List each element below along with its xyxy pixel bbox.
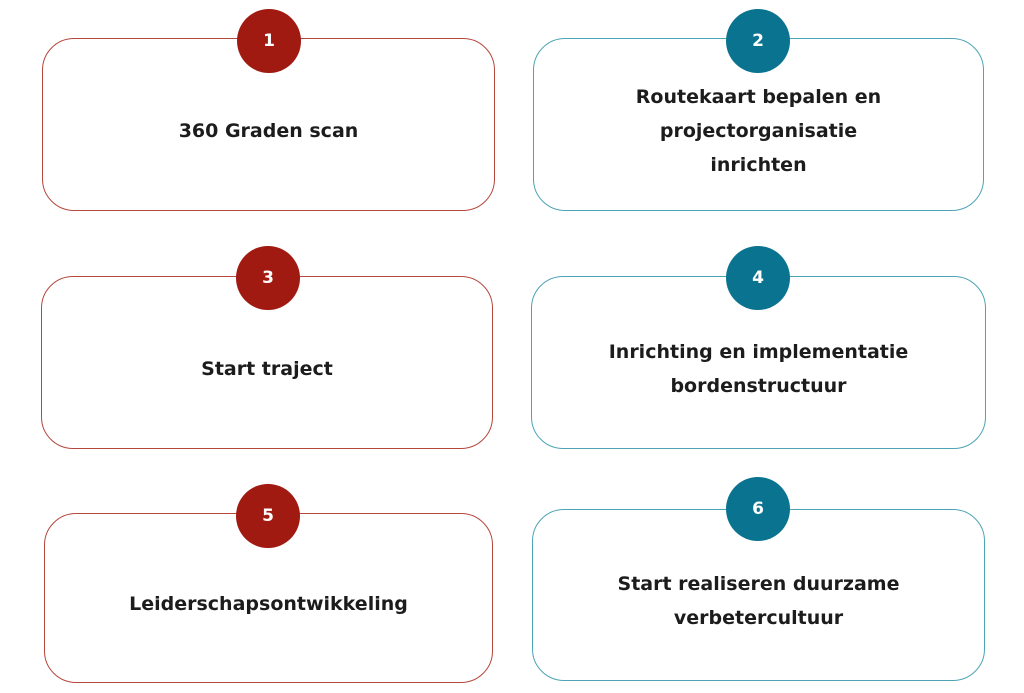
step-label-4: Inrichting en implementatie bordenstruct… (608, 340, 909, 397)
step-label-3: Start traject (201, 357, 333, 380)
step-number-badge-4: 4 (726, 246, 790, 310)
step-label-1: 360 Graden scan (178, 119, 359, 142)
step-number-badge-6: 6 (726, 477, 790, 541)
step-number-badge-1: 1 (237, 9, 301, 73)
step-number-badge-3: 3 (236, 246, 300, 310)
step-number-badge-5: 5 (236, 484, 300, 548)
step-label-5: Leiderschapsontwikkeling (129, 593, 408, 615)
step-label-6: Start realiseren duurzame verbetercultuu… (617, 573, 900, 629)
step-label-2: Routekaart bepalen en projectorganisatie… (635, 85, 882, 176)
step-number-badge-2: 2 (726, 9, 790, 73)
